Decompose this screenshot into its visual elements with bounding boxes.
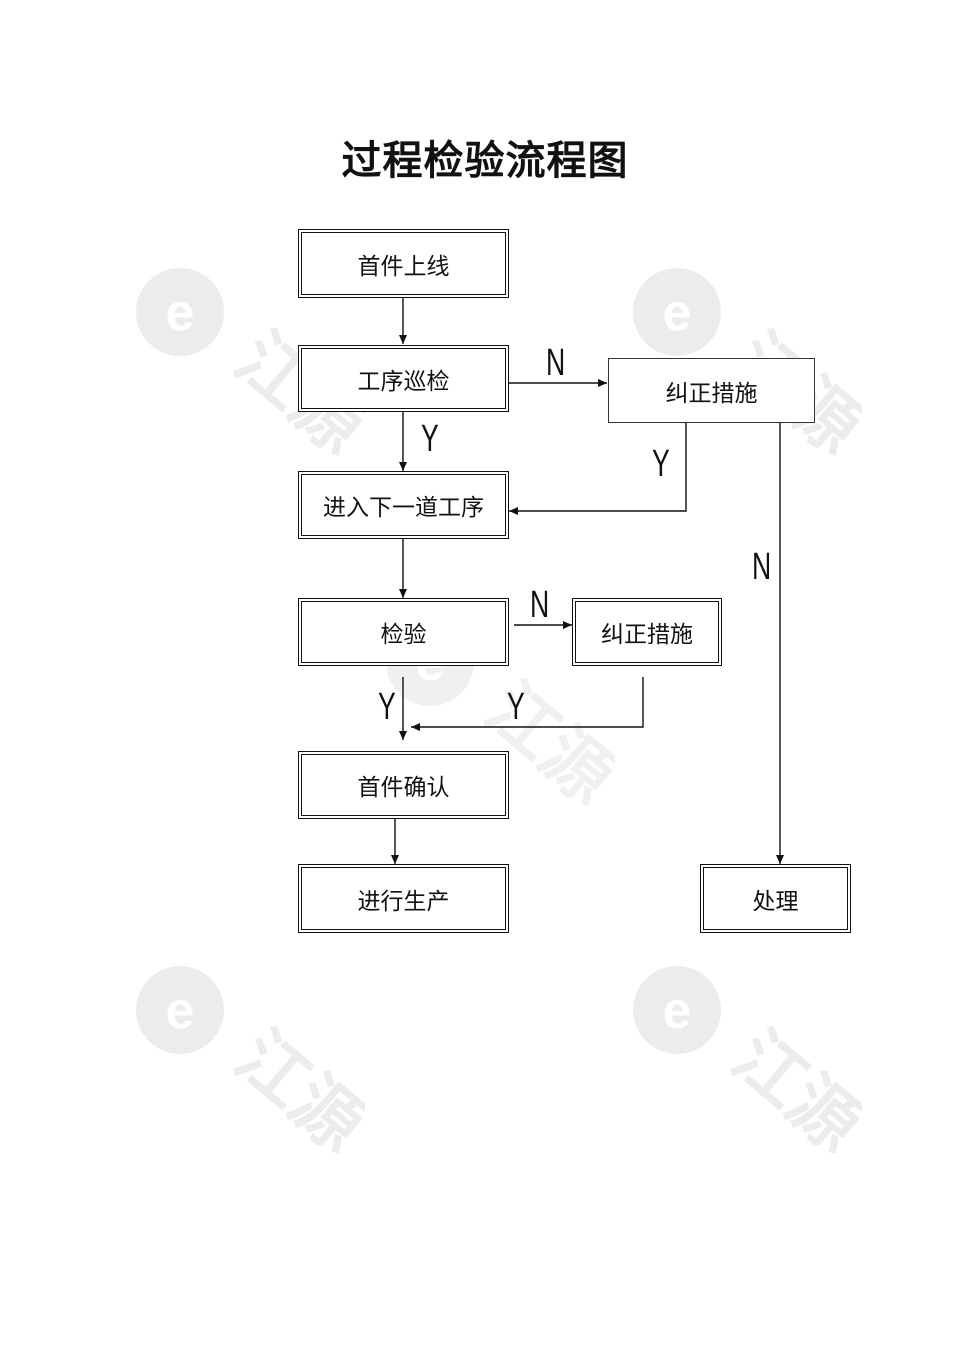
node-label: 进行生产 [357, 888, 450, 915]
node-label: 纠正措施 [665, 380, 758, 407]
watermark: e 江源 [135, 960, 380, 1180]
node-process-patrol: 工序巡检 [298, 345, 509, 412]
node-next-process: 进入下一道工序 [298, 471, 509, 539]
arrow-corrective1-to-next [509, 423, 687, 515]
edge-label-patrol-no: N [546, 342, 566, 384]
node-label: 进入下一道工序 [323, 495, 484, 521]
node-label: 纠正措施 [601, 622, 693, 648]
edge-label-inspection-yes: Y [378, 686, 396, 728]
node-first-piece-confirm: 首件确认 [298, 751, 509, 819]
node-handling: 处理 [700, 864, 851, 933]
node-corrective-action-1: 纠正措施 [608, 358, 815, 423]
node-label: 检验 [380, 622, 427, 648]
svg-text:e: e [166, 982, 195, 1040]
node-label: 工序巡检 [357, 368, 450, 395]
node-label: 首件确认 [357, 775, 450, 801]
node-label: 处理 [752, 888, 799, 915]
node-label: 首件上线 [357, 253, 450, 280]
svg-text:e: e [663, 982, 692, 1040]
svg-text:e: e [663, 284, 692, 342]
node-production: 进行生产 [298, 864, 509, 933]
edge-label-corrective1-yes: Y [652, 443, 670, 485]
page-title: 过程检验流程图 [341, 138, 629, 184]
edge-label-corrective2-yes: Y [507, 686, 525, 728]
watermark: e 江源 [632, 960, 877, 1180]
node-first-piece-online: 首件上线 [298, 229, 509, 298]
node-inspection: 检验 [298, 598, 509, 666]
node-corrective-action-2: 纠正措施 [572, 598, 722, 666]
edge-label-patrol-yes: Y [421, 418, 439, 460]
edge-label-inspection-no: N [530, 584, 550, 626]
svg-text:e: e [166, 284, 195, 342]
arrow-corrective2-to-confirm [411, 677, 644, 731]
edge-label-corrective1-no: N [752, 546, 772, 588]
